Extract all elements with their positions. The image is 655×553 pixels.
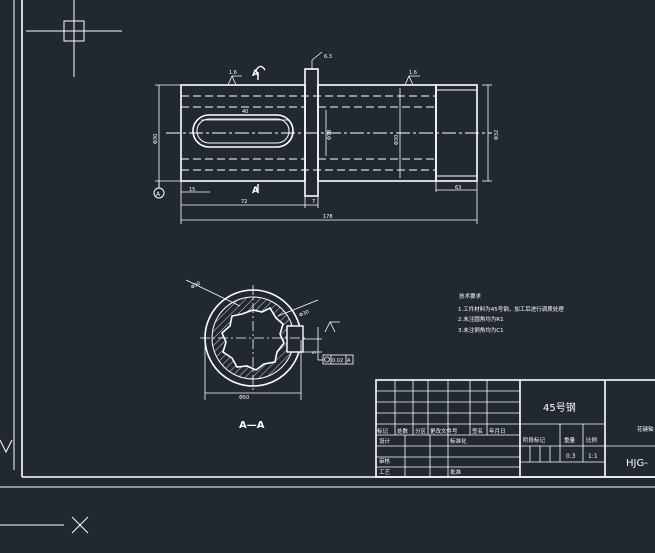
dim-diameter-collar: Φ78 <box>327 130 333 140</box>
dim-section-spline: Φ30 <box>190 280 202 290</box>
dim-key-depth: 5 <box>312 351 318 354</box>
roughness-collar: 6.3 <box>324 54 332 60</box>
tolerance-datum: A <box>347 358 351 364</box>
row-standardization: 标准化 <box>450 437 467 445</box>
drawing-code: HJG- <box>626 458 648 469</box>
technical-requirements: 技术要求 1.工件材料为45号钢，加工后进行调质处理 2.未注圆角均为R1 3.… <box>458 292 564 334</box>
shaft-dimension-texts: 40 15 72 63 7 178 Φ30 Φ78 Φ30 Φ32 1.6 6.… <box>153 54 500 220</box>
ucs-icon <box>0 516 89 534</box>
dim-left-length: 72 <box>241 199 247 205</box>
tolerance-value: 0.02 <box>332 358 343 364</box>
section-cut-label-top: A <box>252 69 259 79</box>
dim-left-offset: 15 <box>189 187 195 193</box>
crosshair-cursor <box>26 0 122 77</box>
header-mark: 标记 <box>377 427 389 435</box>
stage-mark-label: 阶段标记 <box>523 436 546 444</box>
row-approve: 批准 <box>450 468 462 476</box>
section-dimension-texts: Φ30 Φ30 Φ50 5 0.02 A A—A <box>190 280 351 431</box>
tech-item-1: 1.工件材料为45号钢，加工后进行调质处理 <box>458 305 564 313</box>
scale-value: 1:1 <box>588 453 598 460</box>
dim-diameter-mid: Φ30 <box>394 135 400 145</box>
datum-label: A <box>156 191 161 198</box>
title-block <box>375 379 655 478</box>
roughness-right: 1.6 <box>409 70 417 76</box>
dim-key-width: Φ30 <box>298 309 310 319</box>
row-process: 工艺 <box>379 469 391 476</box>
dim-diameter-right: Φ32 <box>494 130 500 140</box>
weight-label: 重量 <box>564 436 576 444</box>
weight-value: 0.3 <box>566 453 576 460</box>
header-signature: 签名 <box>472 427 483 435</box>
section-a-a-view <box>185 279 354 400</box>
header-date: 年月日 <box>489 427 506 435</box>
dim-right-end: 63 <box>455 185 461 191</box>
dim-key-slot-length: 40 <box>242 109 248 115</box>
material-name: 45号钢 <box>543 401 576 414</box>
tech-title: 技术要求 <box>459 292 482 300</box>
row-review: 审核 <box>379 457 391 465</box>
row-design: 设计 <box>379 437 391 445</box>
drawing-frame <box>0 0 655 488</box>
header-change-doc: 更改文件号 <box>430 427 458 435</box>
dim-total-length: 178 <box>323 214 333 220</box>
shaft-front-view <box>153 51 492 224</box>
tech-item-2: 2.未注圆角均为R1 <box>458 315 504 323</box>
section-title: A—A <box>239 420 265 431</box>
scale-label: 比例 <box>586 436 598 444</box>
tech-item-3: 3.未注倒角均为C1 <box>458 326 504 334</box>
dim-collar: 7 <box>312 199 315 205</box>
title-block-texts: 45号钢 标记 处数 分区 更改文件号 签名 年月日 设计 标准化 审核 工艺 … <box>377 401 654 476</box>
header-count: 处数 <box>397 427 409 435</box>
dim-diameter-left: Φ30 <box>153 134 159 144</box>
roughness-left: 1.6 <box>229 70 237 76</box>
header-zone: 分区 <box>415 427 427 435</box>
dim-section-outer: Φ50 <box>239 395 249 401</box>
drawing-name: 花键轴 <box>637 425 654 433</box>
section-cut-label-bottom: A <box>252 186 259 196</box>
